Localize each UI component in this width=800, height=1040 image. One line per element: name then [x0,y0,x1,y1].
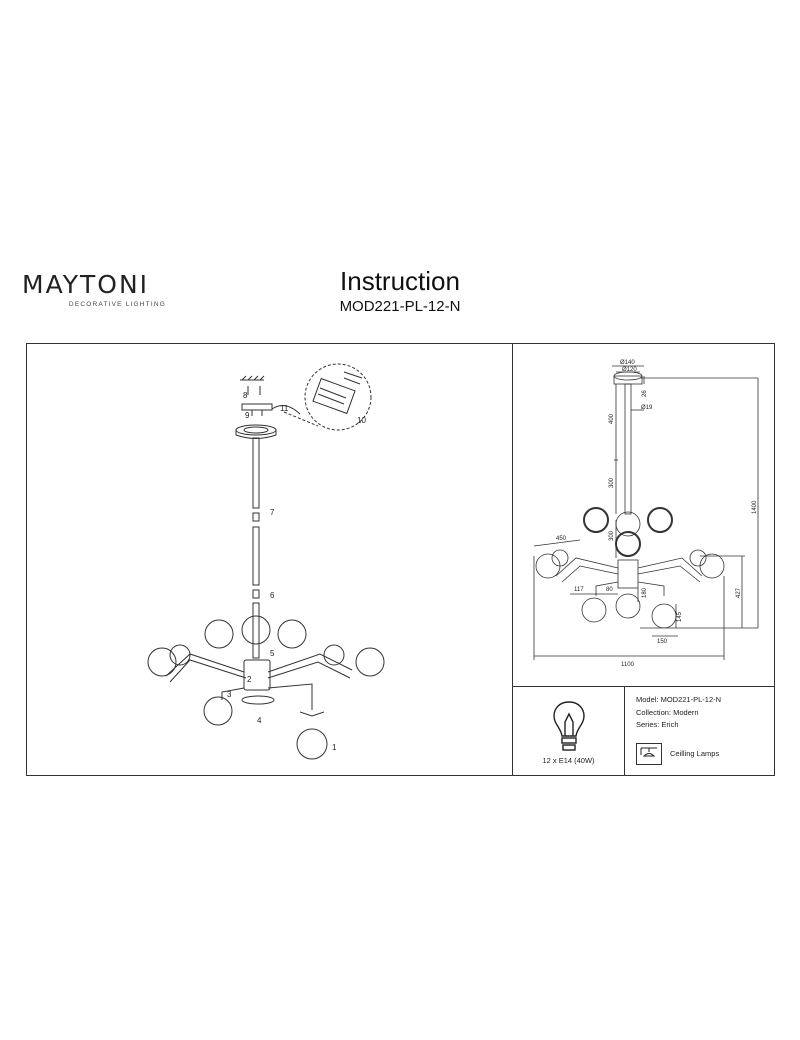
dim-arm-reach: 450 [556,536,567,542]
spec-list: Model: MOD221-PL-12-N Collection: Modern… [636,694,721,732]
brand-tagline: DECORATIVE LIGHTING [68,301,166,308]
step-label: 11 [280,404,289,413]
step-label: 9 [245,411,250,420]
frame-divider-horizontal [512,686,775,687]
dim-canopy-height: 26 [642,390,648,397]
step-label: 10 [357,416,366,425]
step-label: 4 [257,716,262,725]
dim-rod-length: 400 [609,413,615,424]
brand-logo: MAYTONI DECORATIVE LIGHTING [22,270,172,308]
dim-rod-diameter: Ø19 [641,405,653,411]
dim-total-height: 1400 [752,500,758,514]
model-number: MOD221-PL-12-N [339,298,461,315]
step-label: 2 [247,675,252,684]
step-label: 3 [227,690,232,699]
dim-arm-left: 117 [574,587,584,593]
step-label: 6 [270,591,275,600]
dim-globe-diameter: 150 [657,639,668,645]
instruction-frame [26,343,775,776]
ceiling-lamp-icon [636,743,662,765]
dim-rod-extension: 300 [609,477,615,488]
dim-arm-mid: 80 [606,587,613,593]
dim-canopy-outer: Ø140 [620,360,635,366]
bulb-caption: 12 x E14 (40W) [542,756,595,765]
dim-body-height: 180 [642,587,648,598]
dim-lower-height: 427 [736,587,742,598]
brand-name: MAYTONI [22,270,150,299]
dim-canopy-inner: Ø120 [622,367,637,373]
step-label: 8 [243,391,248,400]
spec-model: Model: MOD221-PL-12-N [636,695,722,704]
step-label: 7 [270,508,275,517]
dim-globe-drop: 300 [609,530,615,541]
frame-divider-vertical [512,343,513,776]
spec-type: Ceilling Lamps [670,749,720,758]
dim-globe-lower: 145 [677,611,683,622]
step-label: 5 [270,649,275,658]
spec-collection: Collection: Modern [636,707,699,717]
spec-series: Series: Erich [636,720,679,729]
dim-total-width: 1100 [621,662,635,668]
bulb-icon [553,701,585,751]
page-title: Instruction [340,266,460,296]
step-label: 1 [332,743,337,752]
frame-divider-info [624,686,625,776]
